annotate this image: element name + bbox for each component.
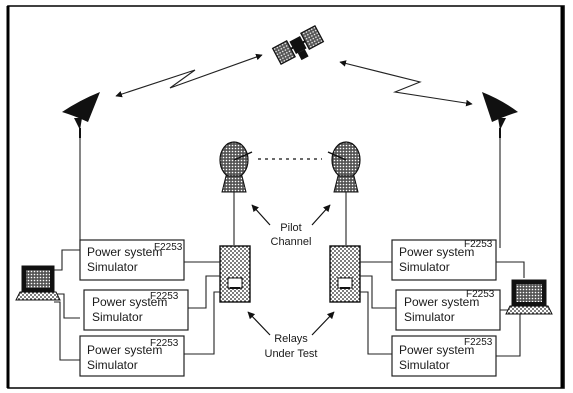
simulator-box-right-2: Power system Simulator F2253: [395, 289, 501, 331]
simulator-code: F2253: [154, 242, 183, 253]
pilot-channel-label-2: Channel: [271, 236, 312, 248]
microwave-dish-icon: [219, 141, 253, 245]
simulator-title: Power system: [399, 245, 474, 259]
dish-antenna-icon: [62, 92, 100, 248]
relays-arrow-right: [311, 311, 335, 336]
simulator-box-left-1: Power system Simulator F2253: [79, 239, 185, 281]
frame-border: [7, 5, 565, 389]
wiring-left: [54, 249, 220, 361]
simulator-box-right-3: Power system Simulator F2253: [391, 335, 497, 377]
satellite-link-left: [115, 53, 263, 98]
pilot-arrow-left: [251, 204, 271, 226]
pilot-channel-label-1: Pilot: [280, 222, 301, 234]
simulator-code: F2253: [150, 338, 179, 349]
simulator-subtitle: Simulator: [92, 310, 143, 324]
simulator-subtitle: Simulator: [399, 260, 450, 274]
simulator-subtitle: Simulator: [399, 358, 450, 372]
simulator-code: F2253: [466, 289, 495, 300]
simulator-title: Power system: [92, 295, 167, 309]
dish-antenna-icon: [482, 92, 518, 248]
simulator-code: F2253: [150, 291, 179, 302]
pilot-arrow-right: [311, 204, 331, 226]
simulator-title: Power system: [87, 245, 162, 259]
simulator-box-left-3: Power system Simulator F2253: [79, 335, 185, 377]
simulator-subtitle: Simulator: [87, 358, 138, 372]
computer-icon: [505, 279, 553, 315]
relay-icon: [219, 245, 251, 303]
computer-icon: [15, 265, 61, 301]
simulator-subtitle: Simulator: [404, 310, 455, 324]
relay-icon: [329, 245, 361, 303]
simulator-title: Power system: [399, 343, 474, 357]
microwave-dish-icon: [327, 141, 361, 245]
relays-label-1: Relays: [274, 333, 308, 345]
simulator-title: Power system: [87, 343, 162, 357]
relays-arrow-left: [247, 311, 271, 336]
satellite-link-right: [339, 60, 473, 107]
simulator-box-left-2: Power system Simulator F2253: [83, 289, 189, 331]
satellite-icon: [271, 24, 325, 66]
simulator-subtitle: Simulator: [87, 260, 138, 274]
simulator-code: F2253: [464, 337, 493, 348]
relays-label-2: Under Test: [265, 348, 318, 360]
simulator-title: Power system: [404, 295, 479, 309]
simulator-box-right-1: Power system Simulator F2253: [391, 239, 497, 281]
simulator-code: F2253: [464, 239, 493, 250]
